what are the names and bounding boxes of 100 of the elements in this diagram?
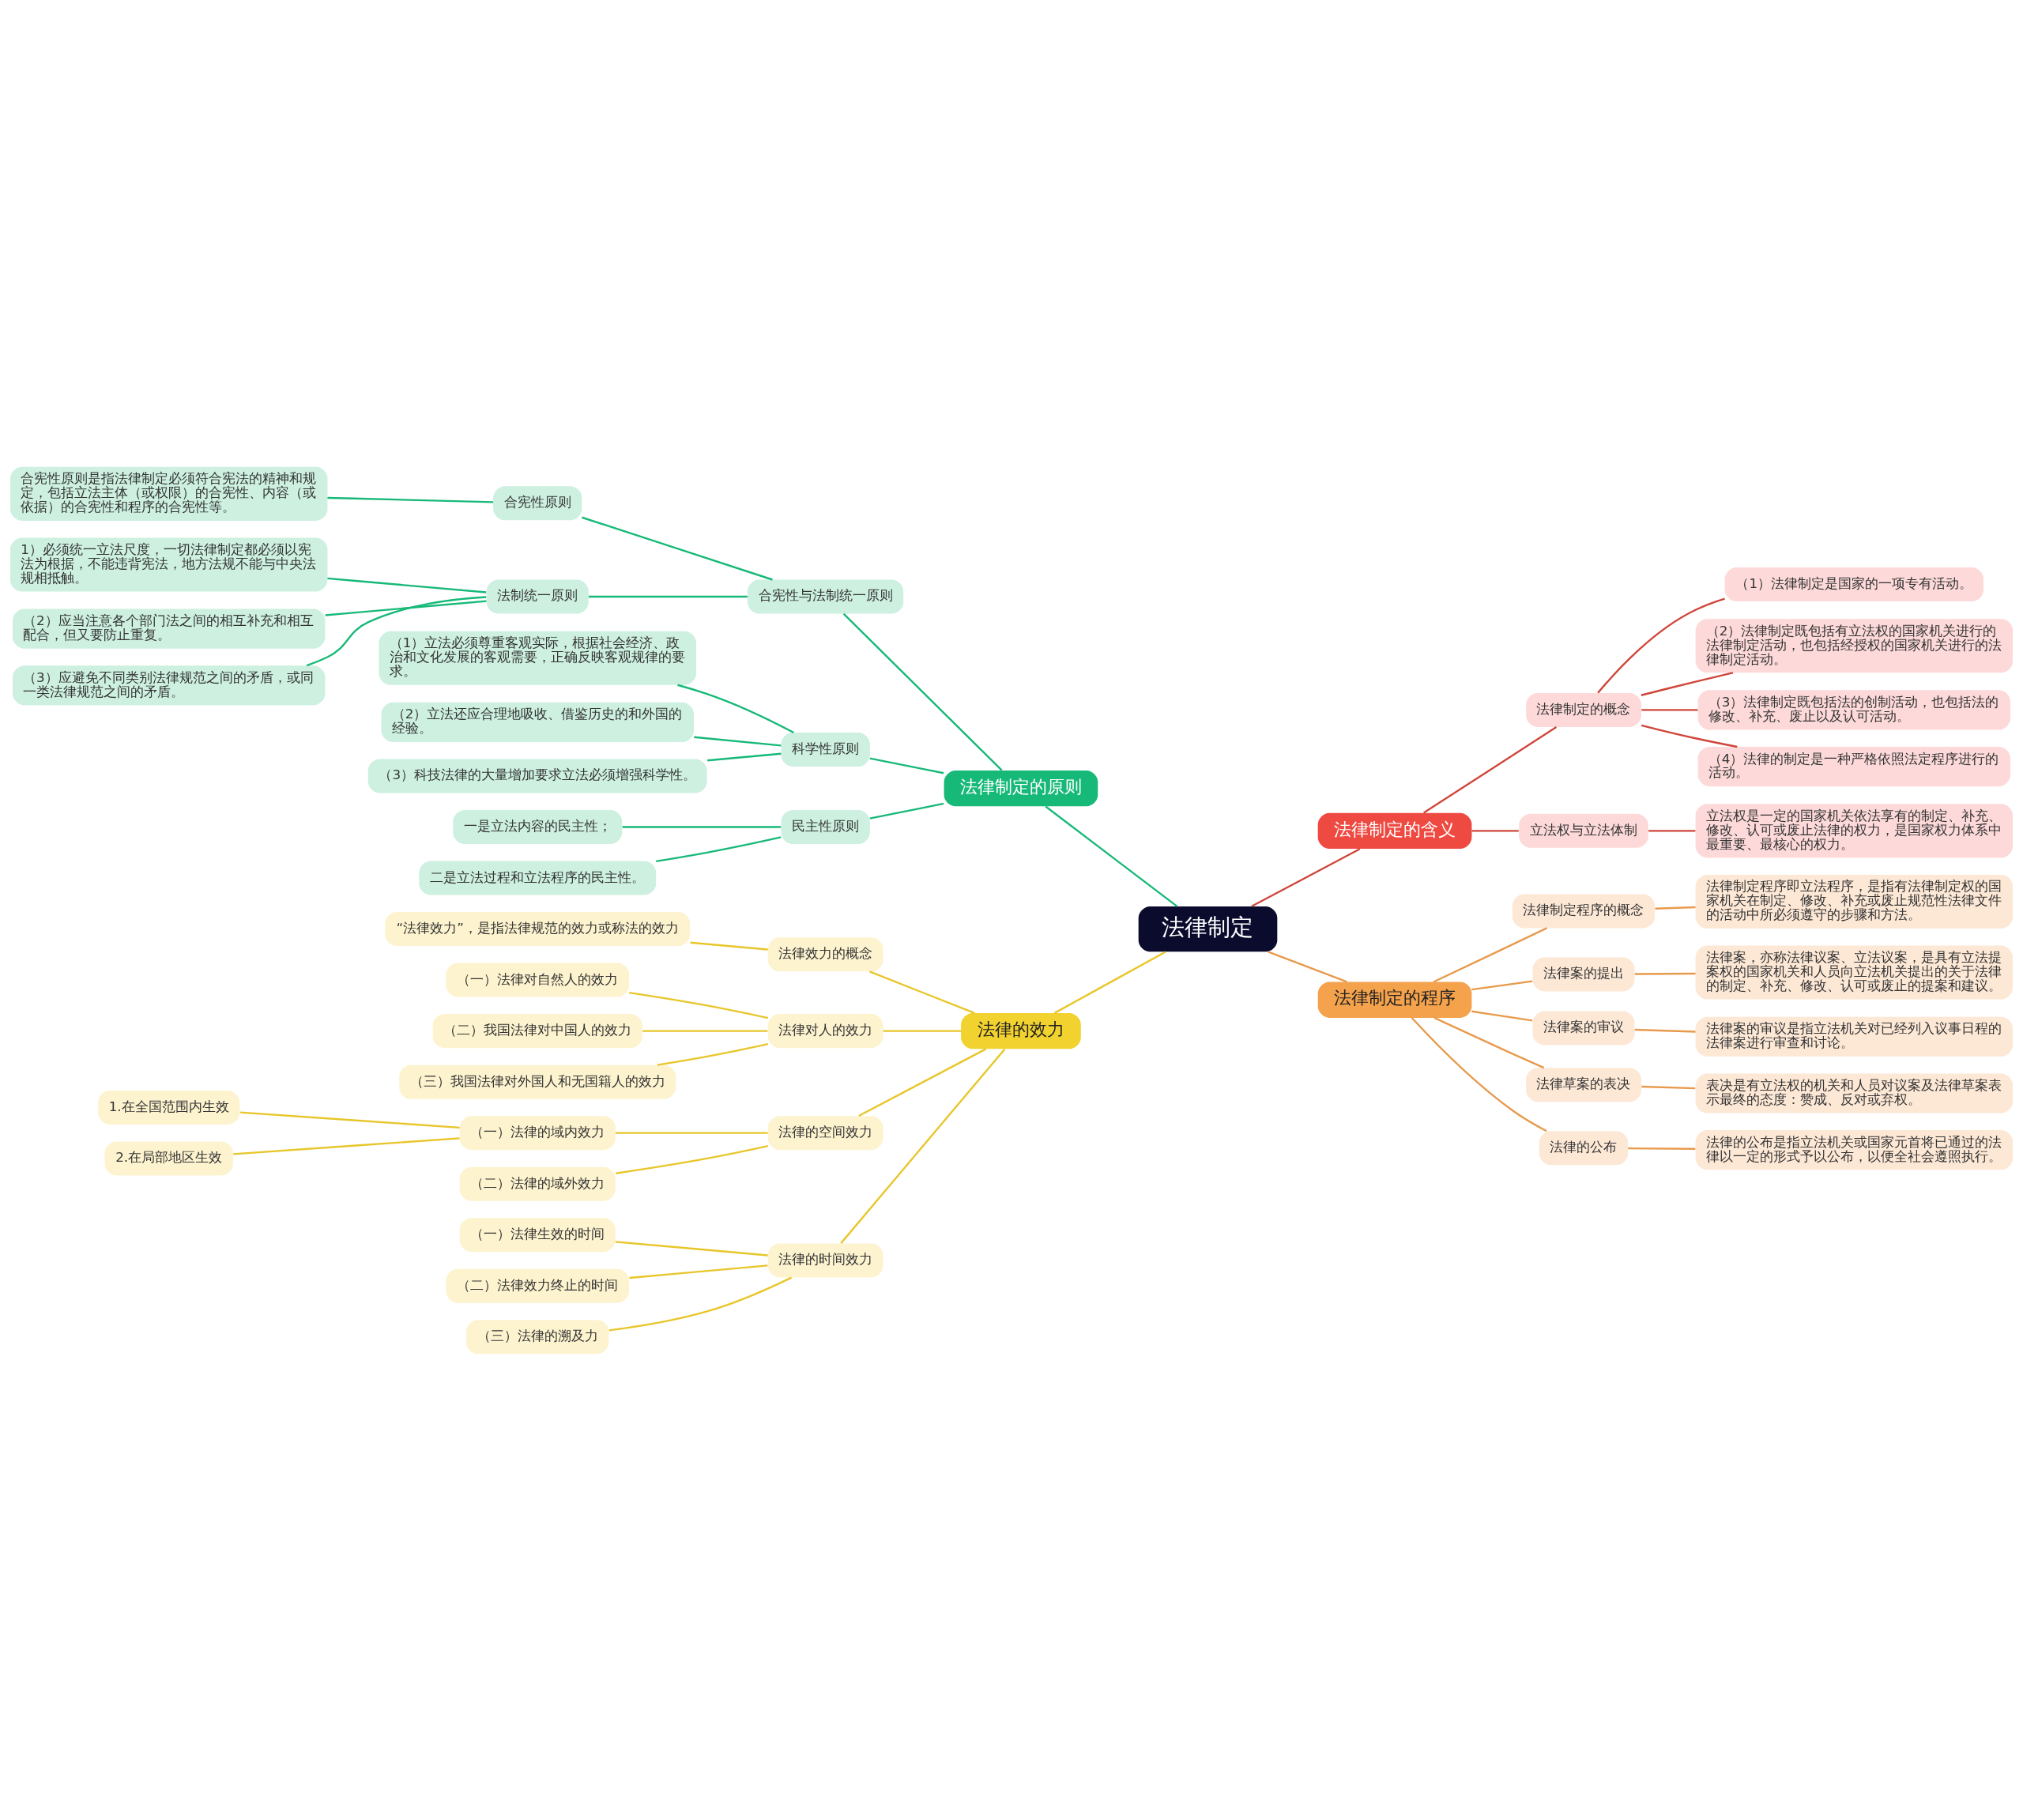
node-box: 法律制定的原则 xyxy=(944,770,1098,806)
node-box: 法律制定的含义 xyxy=(1317,812,1472,849)
node-box: 法律的效力 xyxy=(961,1012,1081,1049)
node-box: 合宪性与法制统一原则 xyxy=(748,579,904,614)
connector xyxy=(869,970,975,1014)
node-box: （2）法律制定既包括有立法权的国家机关进行的法律制定活动，也包括经授权的国家机关进行的法律制定活动。 xyxy=(1695,618,2013,673)
connector xyxy=(306,595,487,666)
node-box: 法律案的审议是指立法机关对已经列入议事日程的法律案进行审查和讨论。 xyxy=(1695,1016,2013,1057)
node-box: 法律案的审议 xyxy=(1532,1011,1635,1046)
node-box: 法律制定程序的概念 xyxy=(1512,893,1656,928)
node-box: 法律的公布是指立法机关或国家元首将已通过的法律以一定的形式予以公布，以便全社会遵照执行。 xyxy=(1695,1129,2013,1170)
connector xyxy=(629,1264,768,1279)
node-box: 二是立法过程和立法程序的民主性。 xyxy=(419,861,657,895)
connector xyxy=(657,1042,768,1066)
node-box: （2）立法还应合理地吸收、借鉴历史的和外国的经验。 xyxy=(381,702,694,742)
node-box: 法律制定程序即立法程序，是指有法律制定权的国家机关在制定、修改、补充或废止规范性法律文件的活动中所必须遵守的步骤和方法。 xyxy=(1695,874,2013,929)
connector xyxy=(1471,979,1533,990)
node-box: 法律制定的概念 xyxy=(1526,692,1641,727)
node-box: 合宪性原则是指法律制定必须符合宪法的精神和规定，包括立法主体（或权限）的合宪性、内容（或依据）的合宪性和程序的合宪性等。 xyxy=(10,466,328,521)
connector xyxy=(615,1131,768,1134)
node-box: 立法权与立法体制 xyxy=(1519,813,1648,848)
node-box: 法律的时间效力 xyxy=(767,1242,883,1277)
node-box: （1）法律制定是国家的一项专有活动。 xyxy=(1724,567,1983,601)
node-box: （三）法律的溯及力 xyxy=(466,1319,609,1354)
connector xyxy=(582,516,773,581)
connector xyxy=(690,941,768,951)
connector xyxy=(1641,1085,1696,1089)
node-box: 一是立法内容的民主性； xyxy=(453,809,623,844)
connector xyxy=(629,991,768,1019)
node-box: 法律的空间效力 xyxy=(767,1115,883,1150)
node-box: 法律的公布 xyxy=(1539,1130,1629,1165)
connector xyxy=(677,684,794,733)
connector xyxy=(1634,972,1696,975)
node-box: 立法权是一定的国家机关依法享有的制定、补充、修改、认可或废止法律的权力，是国家权力体系中最重要、最核心的权力。 xyxy=(1695,803,2013,857)
node-box: （4）法律的制定是一种严格依照法定程序进行的活动。 xyxy=(1697,746,2010,786)
connector xyxy=(707,752,782,761)
connector xyxy=(616,1144,768,1174)
node-box: 法律制定 xyxy=(1138,906,1278,951)
connector xyxy=(1471,1010,1533,1022)
connector xyxy=(1045,805,1178,907)
node-box: 法律草案的表决 xyxy=(1526,1067,1641,1102)
connector xyxy=(656,835,782,862)
connector xyxy=(694,736,782,746)
node-box: “法律效力”，是指法律规范的效力或称法的效力 xyxy=(385,911,691,946)
connector xyxy=(325,599,487,616)
node-box: （3）法律制定既包括法的创制活动，也包括法的修改、补充、废止以及认可活动。 xyxy=(1697,689,2010,729)
node-box: （二）法律效力终止的时间 xyxy=(446,1268,630,1303)
connector xyxy=(1641,708,1698,711)
connector xyxy=(608,1276,793,1332)
connector xyxy=(1655,906,1696,910)
connector xyxy=(1641,671,1734,696)
connector xyxy=(327,496,494,503)
node-box: 法律案的提出 xyxy=(1532,956,1635,991)
connector xyxy=(1628,1147,1696,1150)
connector xyxy=(858,1047,987,1117)
connector xyxy=(869,756,944,774)
node-box: （一）法律的域内效力 xyxy=(459,1115,616,1150)
node-box: 科学性原则 xyxy=(781,732,870,767)
connector xyxy=(642,1029,768,1032)
node-box: （二）法律的域外效力 xyxy=(459,1166,616,1201)
connector xyxy=(1471,829,1519,832)
node-box: 法律效力的概念 xyxy=(767,936,883,971)
node-box: 1.在全国范围内生效 xyxy=(98,1090,240,1125)
connector xyxy=(1433,926,1547,983)
node-box: 表决是有立法权的机关和人员对议案及法律草案表示最终的态度：赞成、反对或弃权。 xyxy=(1695,1072,2013,1113)
connector xyxy=(1053,950,1166,1014)
node-box: （1）立法必须尊重客观实际，根据社会经济、政治和文化发展的客观需要，正确反映客观规律的要求。 xyxy=(379,631,696,685)
node-box: 法律案，亦称法律议案、立法议案，是具有立法提案权的国家机关和人员向立法机关提出的关于法律的制定、补充、修改、认可或废止的提案和建议。 xyxy=(1695,945,2013,1000)
node-box: （3）应避免不同类别法律规范之间的矛盾，或同一类法律规范之间的矛盾。 xyxy=(13,665,326,705)
node-box: 民主性原则 xyxy=(781,809,870,844)
node-box: 法律制定的程序 xyxy=(1317,982,1472,1018)
connector xyxy=(327,577,487,593)
node-box: （一）法律对自然人的效力 xyxy=(446,963,630,997)
connector xyxy=(1634,1028,1696,1033)
connector xyxy=(588,595,748,597)
connector xyxy=(1433,1016,1545,1068)
connector xyxy=(1268,950,1347,983)
connector xyxy=(622,825,782,828)
node-box: （三）我国法律对外国人和无国籍人的效力 xyxy=(399,1064,676,1099)
connector xyxy=(239,1110,460,1129)
connector xyxy=(233,1136,460,1155)
node-box: 2.在局部地区生效 xyxy=(104,1140,233,1175)
connector xyxy=(1423,725,1558,813)
connector xyxy=(869,802,944,820)
connector xyxy=(1641,724,1738,748)
connector xyxy=(842,612,1003,771)
connector xyxy=(1648,829,1696,832)
node-box: 合宪性原则 xyxy=(493,485,582,520)
node-box: （2）应当注意各个部门法之间的相互补充和相互配合，但又要防止重复。 xyxy=(13,609,326,649)
connector xyxy=(1411,1016,1547,1132)
node-box: 1）必须统一立法尺度，一切法律制定都必须以宪法为根据，不能违背宪法，地方法规不能与中央法规相抵触。 xyxy=(10,537,328,591)
node-box: （一）法律生效的时间 xyxy=(459,1217,616,1252)
node-box: 法律对人的效力 xyxy=(767,1013,883,1048)
node-box: （二）我国法律对中国人的效力 xyxy=(432,1013,642,1048)
connector xyxy=(1597,597,1725,694)
connector xyxy=(840,1048,1006,1244)
node-box: （3）科技法律的大量增加要求立法必须增强科学性。 xyxy=(367,759,707,793)
node-box: 法制统一原则 xyxy=(486,579,589,614)
connector xyxy=(1251,847,1361,907)
connector xyxy=(883,1029,961,1032)
